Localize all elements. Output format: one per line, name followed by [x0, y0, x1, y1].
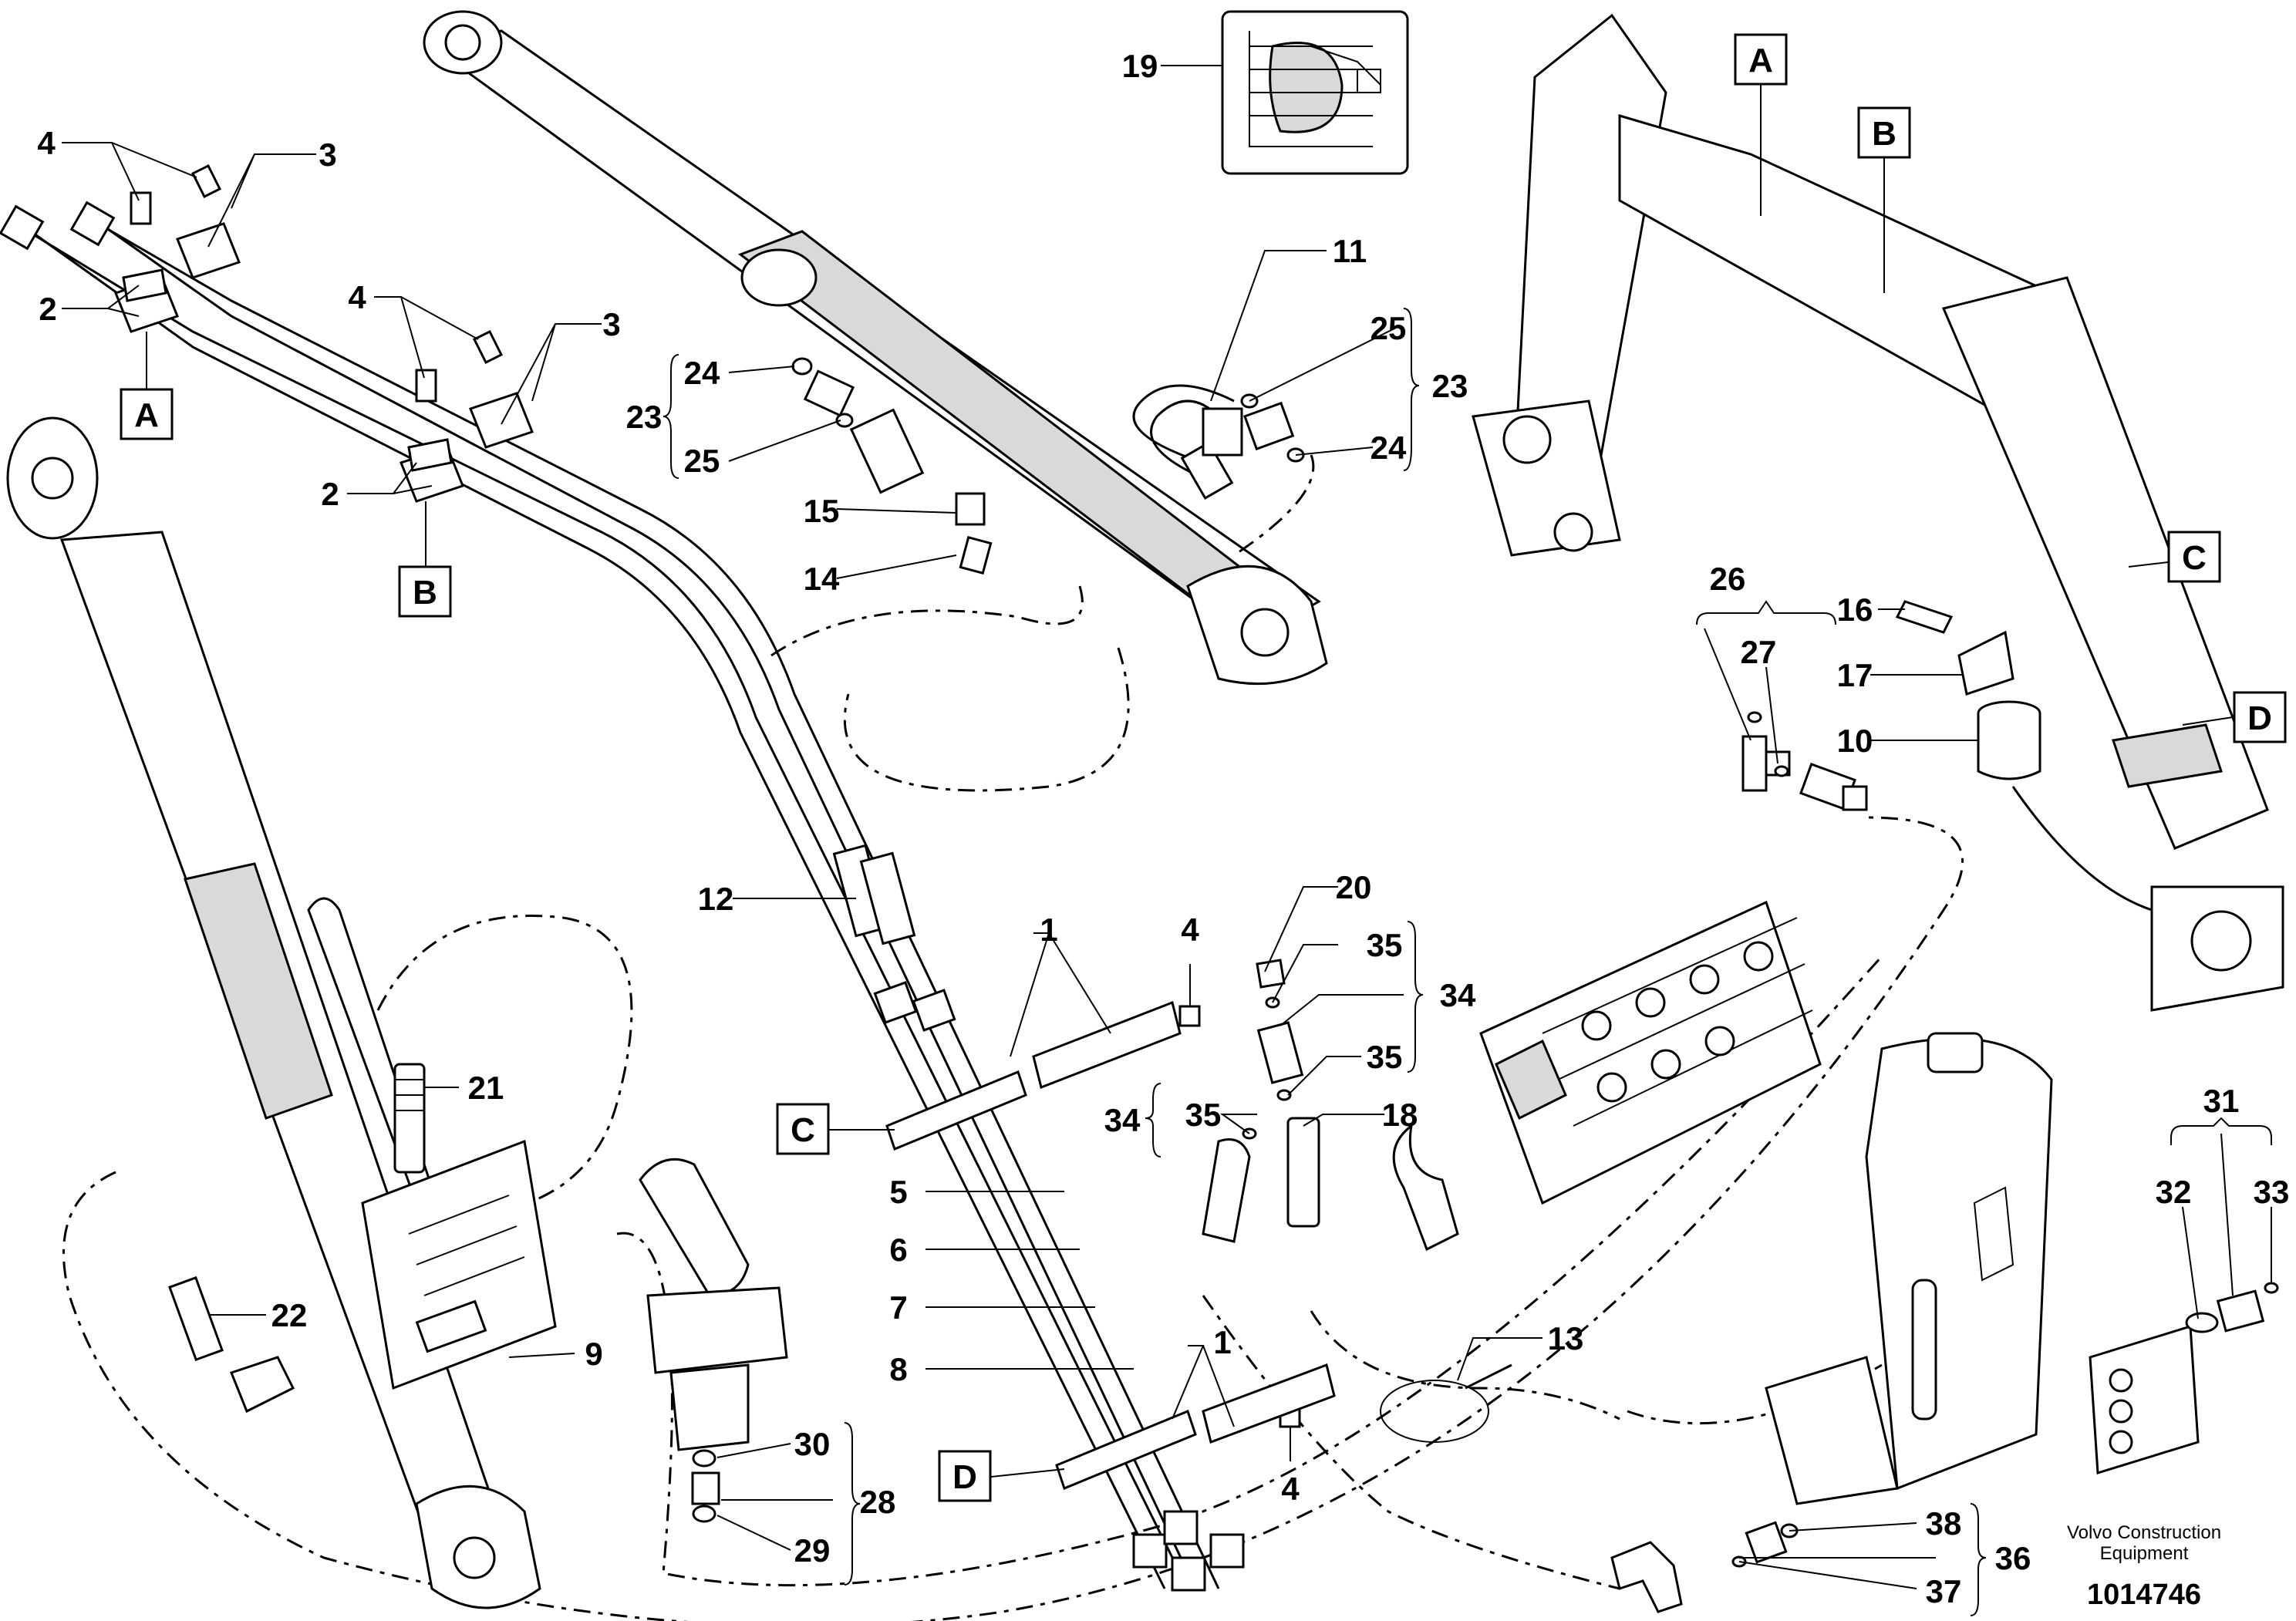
callout-33: 33	[2254, 1174, 2290, 1210]
callout-2: 2	[321, 476, 339, 512]
box-label-a-right-text: A	[1748, 42, 1773, 79]
callout-14: 14	[804, 561, 840, 597]
callout-25: 25	[1371, 310, 1407, 346]
box-label-b-left: B	[398, 565, 452, 618]
callout-11: 11	[1333, 233, 1367, 269]
callout-28: 28	[860, 1484, 896, 1520]
box-label-d-right-text: D	[2247, 699, 2272, 737]
callout-32: 32	[2156, 1174, 2192, 1210]
callout-35: 35	[1185, 1097, 1222, 1133]
box-label-d-left: D	[938, 1450, 992, 1502]
callout-7: 7	[889, 1289, 907, 1326]
fitting-22	[168, 1276, 295, 1414]
callout-15: 15	[804, 493, 840, 529]
callout-25: 25	[684, 443, 720, 479]
callout-12: 12	[698, 881, 734, 917]
callout-5: 5	[889, 1174, 907, 1210]
leader-lines	[62, 65, 2272, 1616]
callout-17: 17	[1837, 657, 1873, 693]
bolts-4	[130, 163, 1301, 1428]
callout-2: 2	[39, 291, 56, 327]
callout-37: 37	[1926, 1573, 1962, 1609]
parts-16-17-10	[1895, 600, 2041, 780]
control-valve-block	[1392, 900, 1822, 1252]
hydraulic-tank	[1765, 1032, 2053, 1505]
box-label-b-left-text: B	[413, 574, 437, 612]
callout-34: 34	[1104, 1102, 1141, 1138]
valve-block-9	[361, 1139, 557, 1390]
callout-34: 34	[1440, 977, 1476, 1013]
fittings-23-left	[791, 357, 993, 575]
load-chart-19	[1221, 10, 1409, 175]
box-label-d-right: D	[2233, 691, 2287, 743]
callout-1: 1	[1213, 1324, 1231, 1360]
box-label-c-left: C	[776, 1103, 830, 1155]
valve-block-31	[2089, 1282, 2279, 1474]
box-labels: A B C D A B C D	[120, 33, 2287, 1502]
box-label-a-left: A	[120, 388, 174, 440]
callout-10: 10	[1837, 723, 1873, 759]
callout-4: 4	[1281, 1471, 1300, 1507]
hydraulic-tubes	[0, 201, 1245, 1592]
callout-35: 35	[1367, 1039, 1403, 1075]
callout-27: 27	[1741, 634, 1777, 670]
callout-24: 24	[1371, 430, 1407, 466]
fittings-34-35-18	[1202, 959, 1320, 1243]
arm-cylinder-center	[423, 10, 1328, 686]
tube-clamps-upper	[114, 222, 534, 503]
callout-4: 4	[1181, 912, 1199, 948]
callout-19: 19	[1122, 48, 1158, 84]
fitting-21	[393, 1063, 426, 1174]
boom-assembly-right	[1472, 13, 2284, 1012]
box-label-c-right-text: C	[2182, 539, 2207, 577]
callout-1: 1	[1040, 912, 1057, 948]
cable-tie-13	[1380, 1363, 1512, 1443]
brand-line-2: Equipment	[2100, 1543, 2189, 1564]
callout-16: 16	[1837, 591, 1873, 628]
clamps-1	[885, 1000, 1336, 1490]
callout-31: 31	[2203, 1083, 2240, 1119]
callout-24: 24	[684, 355, 720, 391]
box-label-a-left-text: A	[134, 396, 159, 434]
callout-6: 6	[889, 1232, 907, 1268]
callout-18: 18	[1382, 1097, 1418, 1133]
callout-30: 30	[794, 1426, 831, 1462]
box-label-c-right: C	[2167, 531, 2221, 583]
box-label-d-left-text: D	[952, 1458, 977, 1496]
callout-35: 35	[1367, 927, 1403, 963]
callout-13: 13	[1548, 1320, 1584, 1356]
box-label-b-right: B	[1857, 106, 1911, 159]
callout-3: 3	[319, 136, 336, 173]
joystick	[639, 1158, 788, 1523]
callout-21: 21	[468, 1070, 504, 1106]
callout-20: 20	[1336, 869, 1372, 905]
box-label-b-right-text: B	[1872, 115, 1896, 153]
fittings-36	[1610, 1521, 1799, 1613]
hose-11-and-fittings	[1132, 384, 1315, 557]
boom-cylinder-left	[6, 416, 541, 1609]
callout-23: 23	[626, 399, 663, 435]
callout-23: 23	[1432, 368, 1468, 404]
document-number: 1014746	[2087, 1579, 2201, 1611]
callout-36: 36	[1995, 1540, 2031, 1576]
callout-9: 9	[585, 1336, 602, 1372]
callout-26: 26	[1710, 561, 1746, 597]
couplings-12	[832, 844, 956, 1032]
callout-3: 3	[602, 306, 620, 342]
brand-line-1: Volvo Construction	[2067, 1522, 2221, 1543]
callout-8: 8	[889, 1351, 907, 1387]
box-label-a-right: A	[1734, 33, 1788, 86]
tee-fitting-26	[1741, 711, 1868, 811]
callout-38: 38	[1926, 1505, 1962, 1542]
box-label-c-left-text: C	[791, 1111, 815, 1149]
callout-4: 4	[348, 279, 366, 315]
footer-branding: Volvo Construction Equipment 1014746	[2067, 1522, 2221, 1611]
callout-4: 4	[37, 125, 56, 161]
callout-29: 29	[794, 1532, 831, 1569]
callout-22: 22	[271, 1297, 308, 1333]
callout-numbers: 4 3 2 4 3 2 19 11 24 23 25 15 14 25 23 2…	[37, 48, 2289, 1609]
